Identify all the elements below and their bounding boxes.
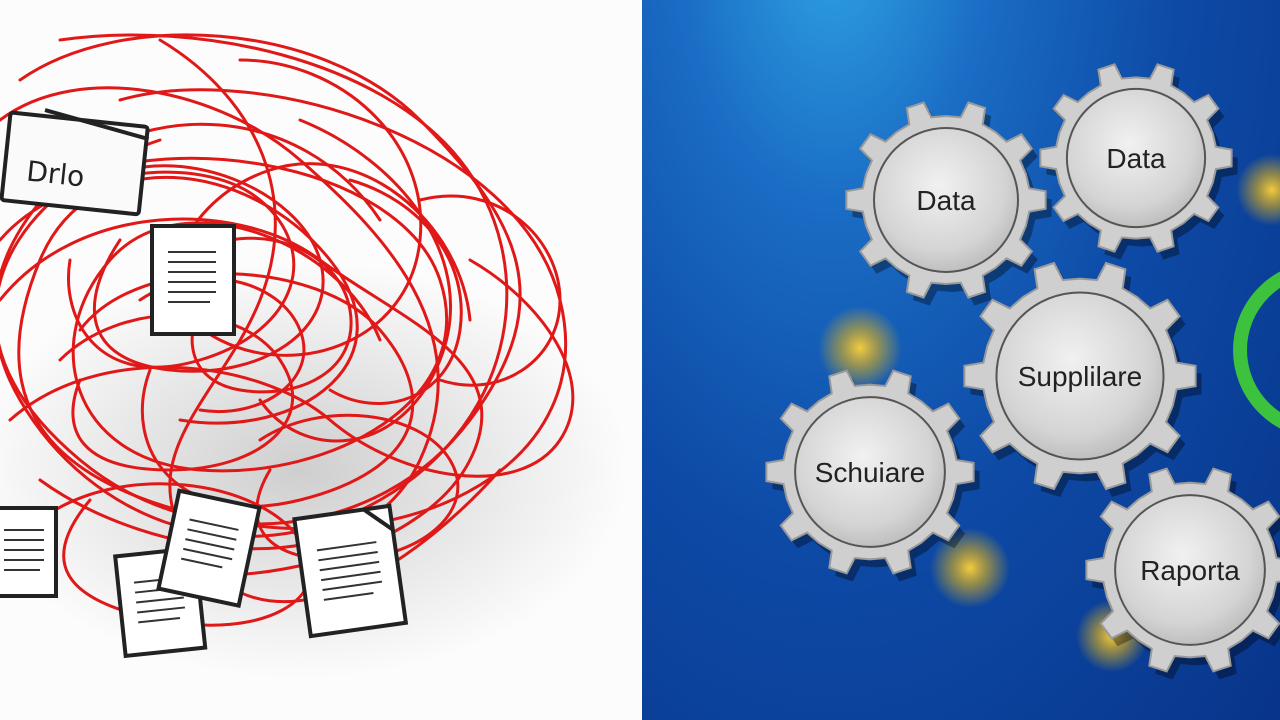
gear-label: Data xyxy=(1106,143,1166,174)
green-ring xyxy=(1233,271,1280,429)
folder-label: Drlo xyxy=(25,155,86,194)
gear-4: Schuiare xyxy=(765,369,980,582)
document-icon xyxy=(150,224,236,336)
gear-face xyxy=(995,291,1165,461)
gear-face xyxy=(1065,87,1207,229)
star-icon xyxy=(818,306,902,390)
star-icon xyxy=(930,528,1010,608)
gear-face xyxy=(794,396,946,548)
gear-face xyxy=(1114,494,1266,646)
star-icon xyxy=(1236,154,1280,226)
folder-card: Drlo xyxy=(0,108,150,217)
tangle-illustration: Drlo xyxy=(0,33,630,680)
gear-3: Supplilare xyxy=(963,261,1202,497)
blurred-stars xyxy=(818,154,1280,672)
gear-1: Data xyxy=(845,101,1052,306)
tangled-documents-panel: Drlo xyxy=(0,33,630,680)
gear-label: Supplilare xyxy=(1018,361,1143,392)
document-icon xyxy=(0,506,58,598)
gear-2: Data xyxy=(1039,63,1238,260)
gear-face xyxy=(873,127,1019,273)
document-icon xyxy=(292,503,409,639)
gear-label: Data xyxy=(916,185,976,216)
gear-label: Raporta xyxy=(1140,555,1240,586)
gear-label: Schuiare xyxy=(815,457,926,488)
gear-5: Raporta xyxy=(1085,467,1280,680)
document-icon xyxy=(156,488,262,609)
